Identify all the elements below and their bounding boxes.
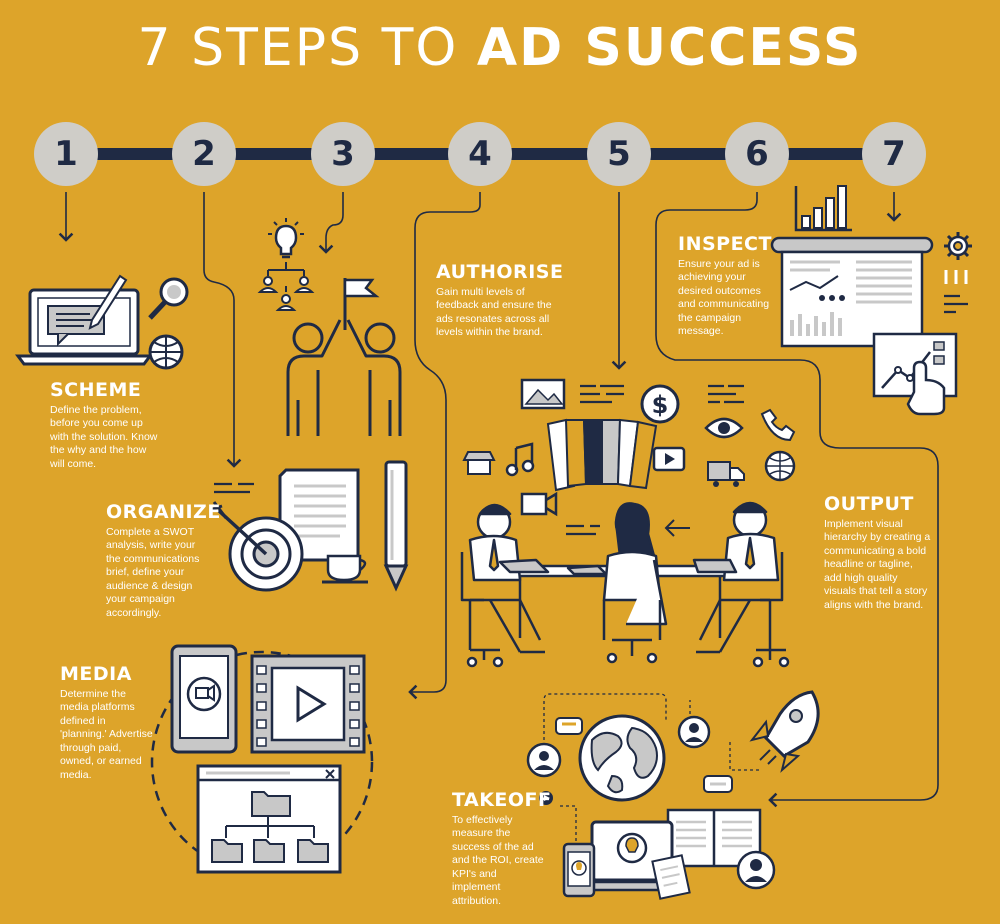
takeoff-description: To effectively measure the success of th… [452,813,544,907]
smartphone-icon [562,842,596,898]
rocket-icon [749,690,820,773]
arrow-left-5 [664,519,690,537]
step-2-circle: 2 [172,122,236,186]
user-icon-3 [736,850,776,890]
scheme-description: Define the problem, before you come up w… [50,403,158,470]
section-output: OUTPUT Implement visual hierarchy by cre… [824,494,932,612]
step-1-circle: 1 [34,122,98,186]
authorise-description: Gain multi levels of feedback and ensure… [436,285,552,339]
output-description: Implement visual hierarchy by creating a… [824,517,931,611]
globe-small-icon [764,450,796,482]
bar-chart-icon [794,185,852,232]
dash-lines-5a [580,384,624,404]
dash-lines-organize [214,482,254,494]
tablet-video-icon [170,644,238,754]
photo-icon [520,378,566,410]
coffee-cup-icon [322,554,368,584]
title-bold: AD SUCCESS [476,18,863,78]
section-scheme: SCHEME Define the problem, before you co… [50,380,162,471]
path-6 [655,192,939,808]
path-4 [408,192,481,700]
touch-chart-icon [872,332,958,416]
music-icon [505,442,535,477]
world-icon [578,714,666,802]
scheme-heading: SCHEME [50,379,142,401]
authorise-heading: AUTHORISE [436,261,564,283]
chat-bubble-icon [555,717,583,735]
meeting-people-icon [460,501,790,668]
step-6-circle: 6 [725,122,789,186]
flag-icon [343,278,380,330]
color-swatches [546,418,658,492]
monitor-icon [581,820,683,892]
takeoff-heading: TAKEOFF [452,789,552,811]
org-chart-icon [257,262,315,311]
play-small-icon [539,791,553,805]
bars-white [944,270,968,284]
dash-lines-5c [566,524,600,536]
magnifier-icon [148,277,189,320]
film-strip-icon [250,654,366,754]
organize-description: Complete a SWOT analysis, write your the… [106,525,200,619]
dollar-icon: $ [640,384,680,424]
media-description: Determine the media platforms defined in… [60,687,153,781]
step-3-circle: 3 [311,122,375,186]
truck-icon [707,461,745,487]
lightbulb-icon [268,218,304,259]
step-7-circle: 7 [862,122,926,186]
inspect-description: Ensure your ad is achieving your desired… [678,257,770,338]
section-media: MEDIA Determine the media platforms defi… [60,664,154,782]
dash-lines-5b [708,384,744,404]
section-organize: ORGANIZE Complete a SWOT analysis, write… [106,501,221,620]
chat-bubble-icon-2 [703,775,733,793]
path-2 [203,192,242,468]
title-light: 7 STEPS TO [137,18,477,78]
takeoff-dotted-links [543,693,760,850]
output-heading: OUTPUT [824,493,914,515]
shop-icon [462,451,496,475]
target-icon [209,501,304,592]
step-5-circle: 5 [587,122,651,186]
user-icon [526,742,562,778]
flow-paths [58,192,939,808]
svg-text:$: $ [652,391,669,419]
globe-icon [148,334,184,370]
section-inspect: INSPECT Ensure your ad is achieving your… [678,234,778,339]
user-icon-2 [677,715,711,749]
pencil-icon [383,460,409,592]
browser-folder-icon [196,764,342,874]
step-4-circle: 4 [448,122,512,186]
section-takeoff: TAKEOFF To effectively measure the succe… [452,789,552,908]
gear-icon [944,232,972,260]
eye-icon [704,417,744,439]
section-authorise: AUTHORISE Gain multi levels of feedback … [436,261,564,340]
play-icon [652,446,686,472]
papers-icon [651,854,691,900]
dash-lines-7 [944,294,968,314]
path-3 [318,192,344,254]
high-five-icon [286,319,402,436]
laptop-icon [15,274,153,366]
page-title: 7 STEPS TO AD SUCCESS [0,22,1000,74]
inspect-heading: INSPECT [678,233,772,255]
report-board-icon [770,236,934,348]
organize-heading: ORGANIZE [106,501,221,523]
camera-icon [520,491,558,517]
phone-icon [760,408,796,442]
media-heading: MEDIA [60,663,132,685]
